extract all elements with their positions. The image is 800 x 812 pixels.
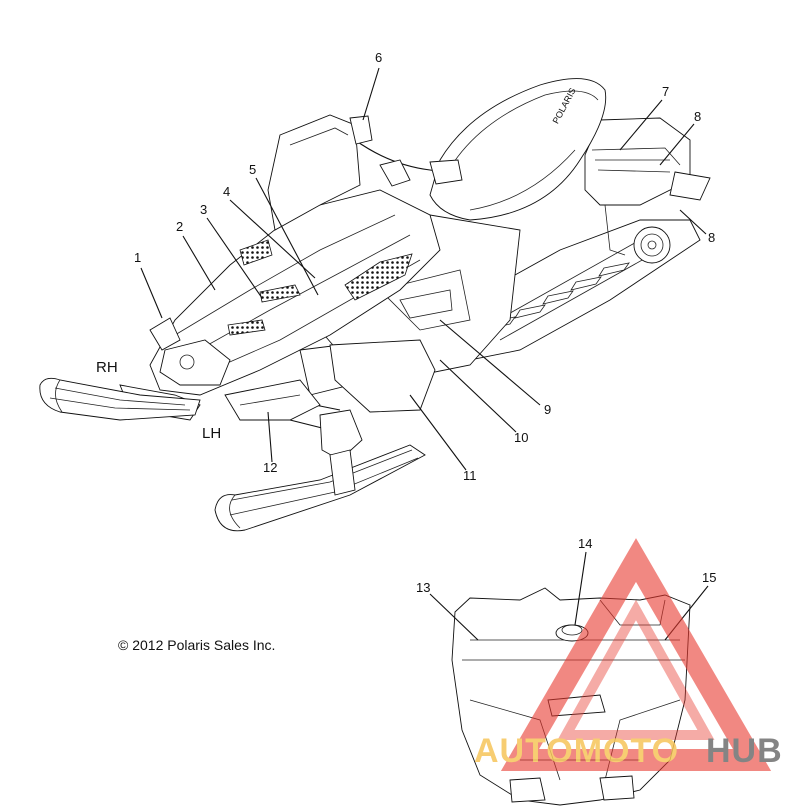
callout-11: 11 (463, 468, 477, 483)
copyright-text: © 2012 Polaris Sales Inc. (118, 637, 275, 653)
callout-3: 3 (200, 202, 207, 217)
callout-4: 4 (223, 184, 230, 199)
callouts: 1 2 3 4 5 6 7 8 8 9 10 11 12 13 14 15 (134, 50, 716, 595)
watermark-triangle-icon (500, 538, 772, 771)
side-label-rh: RH (96, 359, 118, 376)
callout-8-bottom: 8 (708, 230, 715, 245)
callout-8-top: 8 (694, 109, 701, 124)
snowmobile-drawing: POLARIS (39, 78, 711, 532)
watermark-text-secondary: HUB (706, 732, 783, 770)
callout-5: 5 (249, 162, 256, 177)
callout-10: 10 (514, 430, 528, 445)
leader-lines (140, 67, 709, 641)
fuel-tank-drawing (451, 587, 691, 806)
watermark-text-primary: AUTOMOTO (474, 732, 679, 770)
callout-1: 1 (134, 250, 141, 265)
callout-12: 12 (263, 460, 277, 475)
callout-2: 2 (176, 219, 183, 234)
callout-6: 6 (375, 50, 382, 65)
callout-9: 9 (544, 402, 551, 417)
callout-7: 7 (662, 84, 669, 99)
callout-13: 13 (416, 580, 430, 595)
callout-14: 14 (578, 536, 592, 551)
side-label-lh: LH (202, 425, 221, 442)
callout-15: 15 (702, 570, 716, 585)
watermark: AUTOMOTO HUB (474, 538, 783, 771)
